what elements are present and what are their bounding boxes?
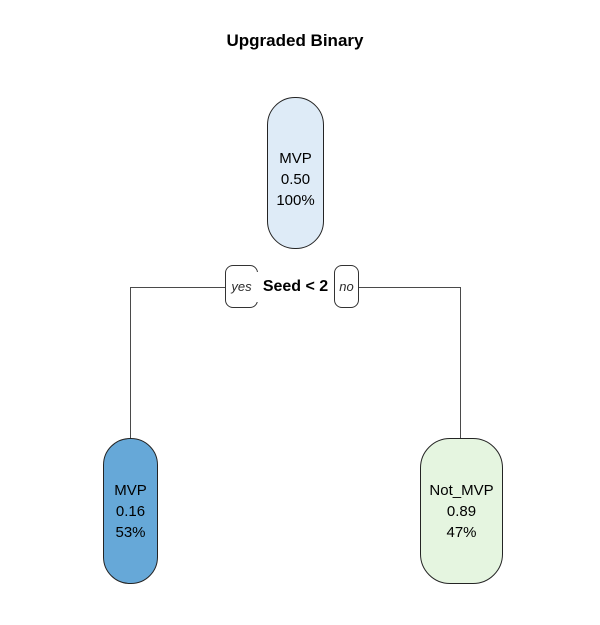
yes-branch-label-box: yes (225, 265, 258, 308)
left-leaf-probability: 0.16 (115, 502, 146, 520)
root-node-probability: 0.50 (280, 170, 311, 188)
root-node: MVP 0.50 100% (267, 97, 324, 249)
no-branch-label: no (339, 279, 354, 294)
left-leaf-coverage: 53% (115, 523, 146, 541)
right-leaf-class-label: Not_MVP (429, 481, 494, 499)
right-leaf-coverage: 47% (446, 523, 477, 541)
branch-line-right-vertical (460, 287, 461, 438)
root-node-coverage: 100% (276, 191, 315, 209)
no-branch-label-box: no (334, 265, 359, 308)
branch-line-left-vertical (130, 287, 131, 438)
right-leaf-probability: 0.89 (446, 502, 477, 520)
yes-branch-label: yes (231, 279, 252, 294)
root-node-class-label: MVP (279, 149, 312, 167)
plot-title: Upgraded Binary (226, 31, 364, 50)
left-leaf-node: MVP 0.16 53% (103, 438, 158, 584)
right-leaf-node: Not_MVP 0.89 47% (420, 438, 503, 584)
split-condition-label: Seed < 2 (256, 272, 335, 302)
left-leaf-class-label: MVP (114, 481, 147, 499)
